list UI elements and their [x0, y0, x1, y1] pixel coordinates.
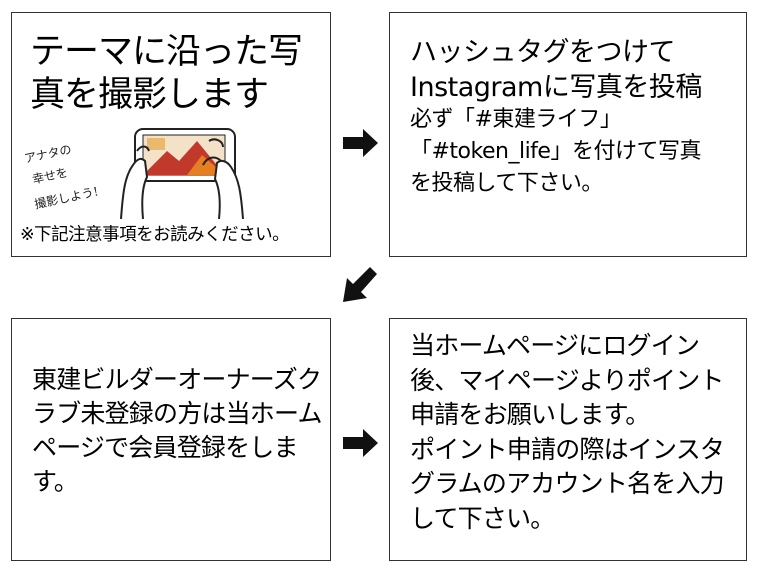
handwritten-line-3: 撮影しよう! [33, 184, 100, 212]
handwritten-caption: アナタの 幸せを 撮影しよう! [20, 133, 125, 218]
step-1-box: テーマに沿った写真を撮影します アナタの 幸せを 撮影しよう! ※下記注意事項を… [11, 12, 331, 257]
step-3-text: 東建ビルダーオーナーズクラブ未登録の方は当ホームページで会員登録をします。 [32, 365, 322, 496]
hands-holding-smartphone-illustration [120, 128, 244, 220]
handwritten-line-1: アナタの [23, 142, 73, 166]
step-1-title: テーマに沿った写真を撮影します [30, 32, 303, 115]
step-4-text-part-1: 当ホームページにログイン後、マイページよりポイント申請をお願いします。 [410, 331, 724, 429]
step-4-box: 当ホームページにログイン後、マイページよりポイント申請をお願いします。 ポイント… [389, 318, 747, 561]
arrow-right-icon [343, 129, 378, 157]
step-2-box: ハッシュタグをつけて Instagramに写真を投稿 必ず「#東建ライフ」 「#… [389, 12, 747, 257]
step-4-text: 当ホームページにログイン後、マイページよりポイント申請をお願いします。 ポイント… [410, 329, 740, 536]
step-2-title-line-1: ハッシュタグをつけて [410, 37, 676, 68]
handwritten-line-2: 幸せを [30, 165, 70, 187]
step-2-body-line-2: 「#token_life」を付けて写真 [410, 139, 701, 164]
step-2-body-line-3: を投稿して下さい。 [410, 171, 603, 196]
arrow-right-icon [343, 429, 378, 457]
step-3-box: 東建ビルダーオーナーズクラブ未登録の方は当ホームページで会員登録をします。 [11, 318, 331, 561]
step-2-body-line-1: 必ず「#東建ライフ」 [410, 107, 622, 132]
step-1-note: ※下記注意事項をお読みください。 [20, 225, 290, 245]
step-2-title-line-2: Instagramに写真を投稿 [410, 72, 702, 103]
arrow-down-left-icon [343, 267, 377, 302]
step-4-text-part-2: ポイント申請の際はインスタグラムのアカウント名を入力して下さい。 [410, 434, 725, 533]
